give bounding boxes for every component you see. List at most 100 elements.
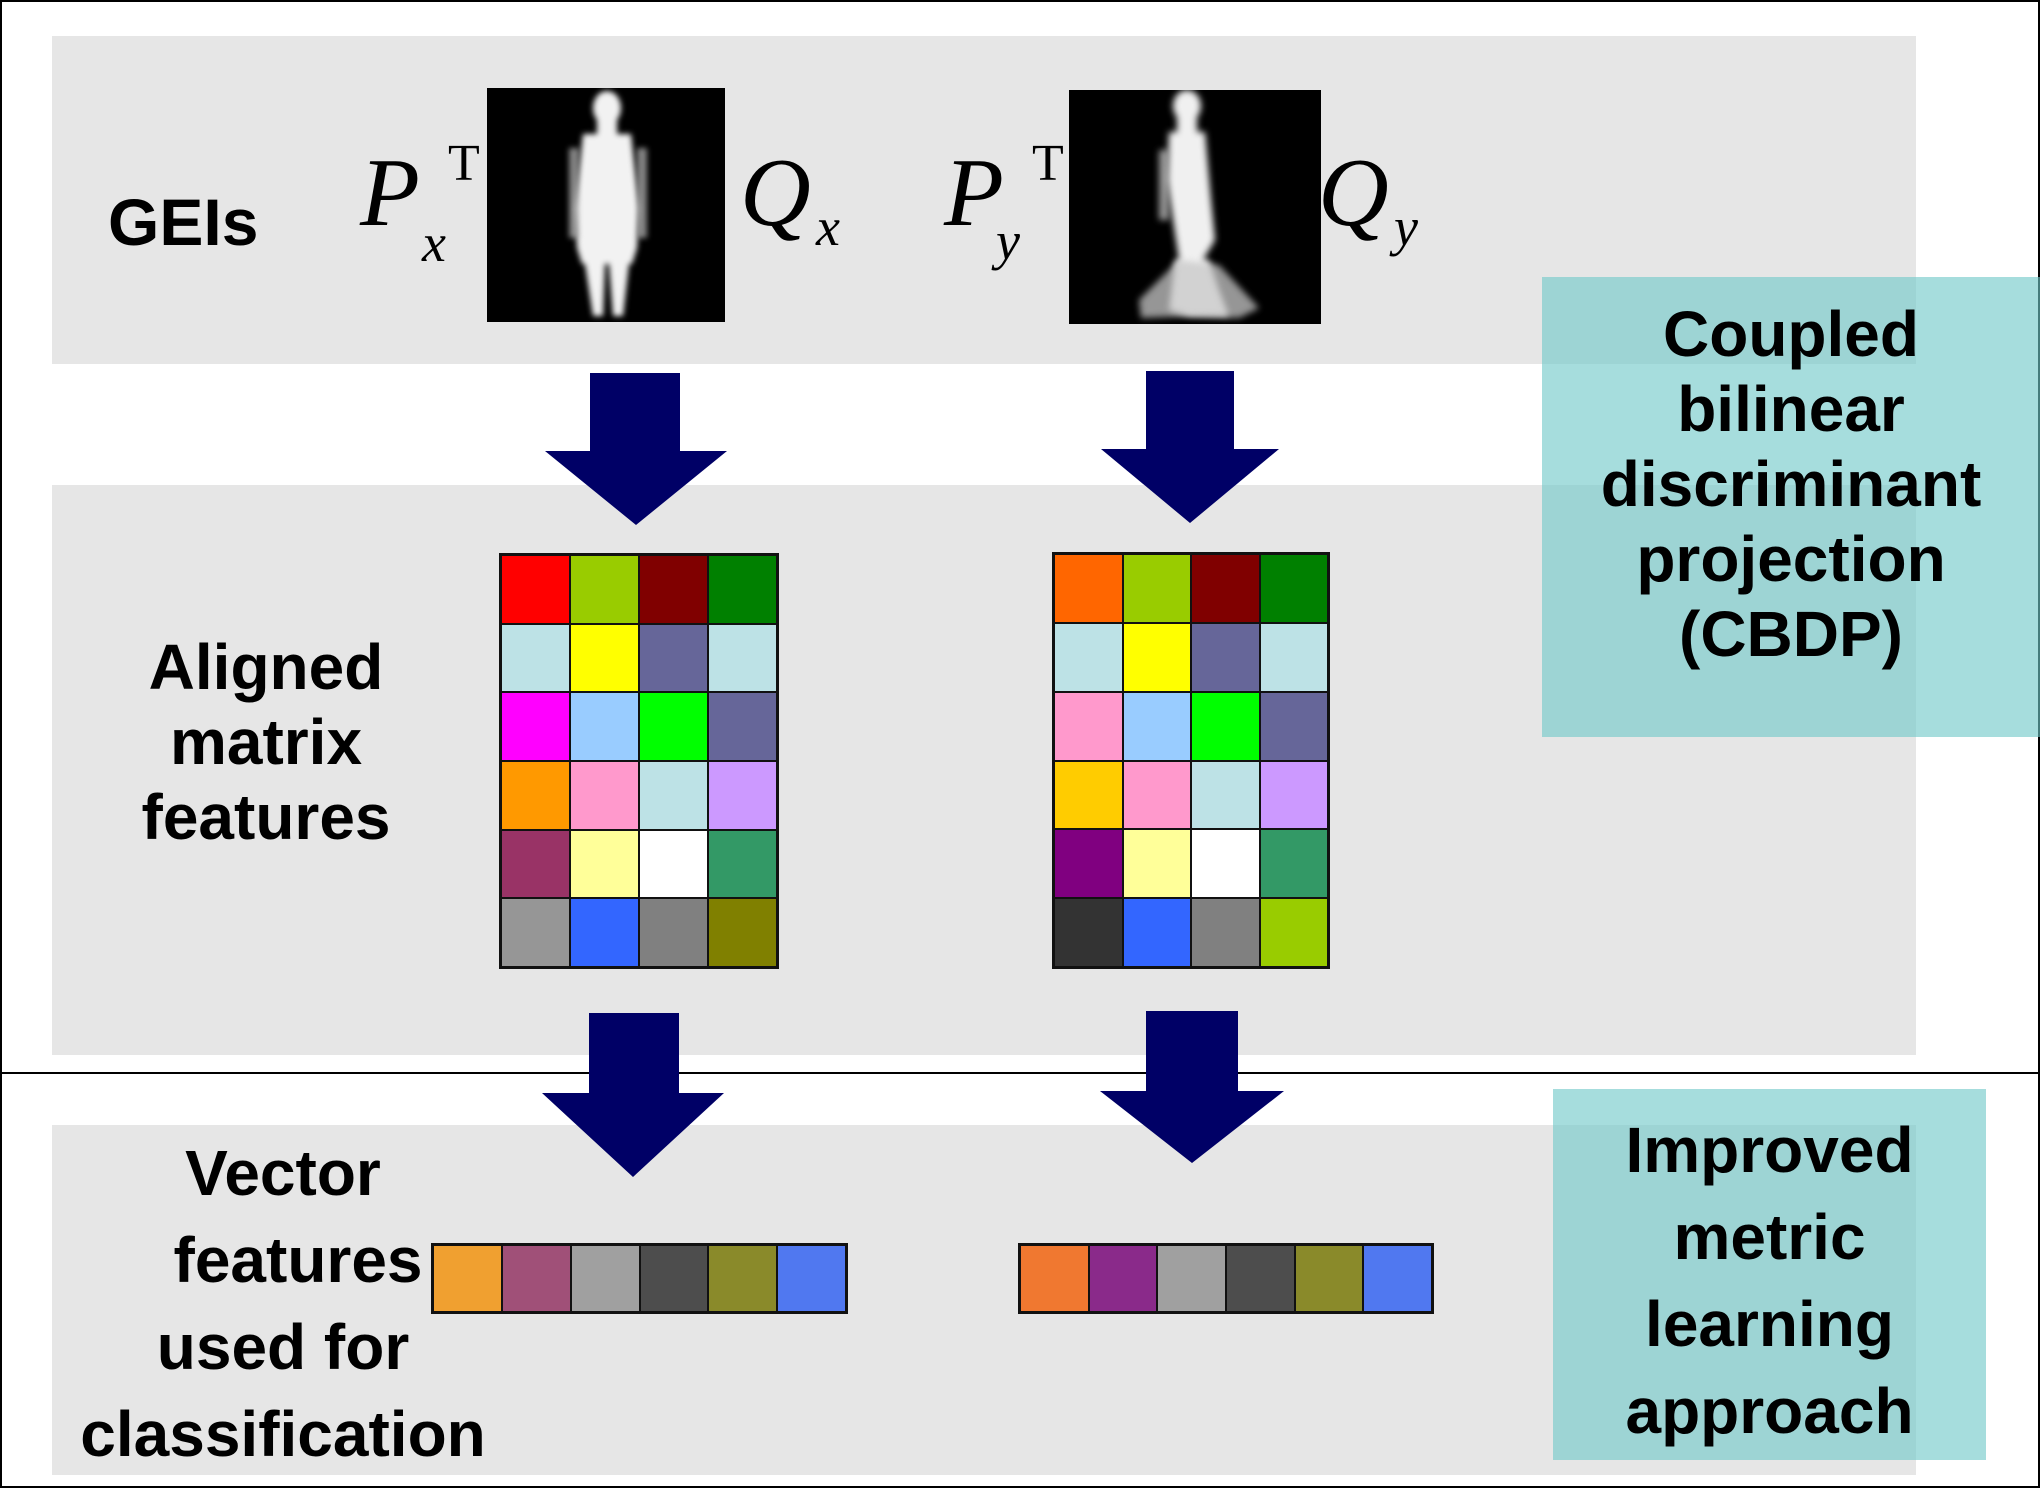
- qx-symbol: Q x: [740, 144, 840, 254]
- metric-learning-label: Improved metric learning approach: [1553, 1107, 1986, 1455]
- vector-x-cell-4: [639, 1245, 709, 1312]
- matrix-y-cell-r1-c2: [1122, 554, 1191, 623]
- vector-line-2: features: [173, 1224, 423, 1297]
- matrix-y-cell-r5-c4: [1259, 829, 1328, 899]
- gei-image-x: [487, 88, 725, 322]
- vector-line-1: Vector: [185, 1137, 381, 1209]
- px-base: P: [360, 139, 420, 247]
- matrix-y-cell-r1-c1: [1054, 554, 1123, 623]
- matrix-y-cell-r2-c1: [1054, 622, 1123, 692]
- matrix-y-cell-r3-c2: [1122, 691, 1191, 761]
- matrix-x-cell-r2-c3: [639, 623, 708, 693]
- matrix-y-cell-r5-c3: [1191, 829, 1260, 899]
- matrix-x-cell-r6-c4: [708, 898, 777, 967]
- matrix-y-cell-r2-c2: [1122, 622, 1191, 692]
- matrix-y-cell-r5-c2: [1122, 829, 1191, 899]
- matrix-x-cell-r4-c1: [501, 760, 570, 830]
- qy-symbol: Q y: [1318, 144, 1418, 254]
- arrow-matrix-to-vector-y: [1100, 1011, 1284, 1163]
- metric-line-3: learning: [1645, 1288, 1894, 1361]
- matrix-y-cell-r6-c4: [1259, 898, 1328, 967]
- py-transpose-symbol: P T y: [944, 138, 1064, 269]
- matrix-x-cell-r6-c3: [639, 898, 708, 967]
- lower-frame: [0, 1072, 2040, 1488]
- cbdp-line-1: Coupled: [1663, 298, 1919, 370]
- matrix-y-cell-r2-c3: [1191, 622, 1260, 692]
- arrow-gei-to-matrix-x: [545, 373, 727, 525]
- qx-sub: x: [816, 197, 840, 257]
- vector-x: [431, 1243, 848, 1314]
- metric-line-4: approach: [1625, 1375, 1914, 1448]
- matrix-x-cell-r5-c3: [639, 829, 708, 899]
- geis-label: GEIs: [108, 185, 259, 259]
- cbdp-line-2: bilinear: [1677, 372, 1905, 445]
- matrix-y-cell-r3-c1: [1054, 691, 1123, 761]
- matrix-x-cell-r3-c2: [570, 692, 639, 761]
- matrix-y-cell-r6-c3: [1191, 898, 1260, 967]
- matrix-x-cell-r5-c4: [708, 829, 777, 899]
- aligned-matrix-label: Aligned matrix features: [96, 630, 436, 855]
- qy-sub: y: [1394, 197, 1418, 257]
- matrix-x: [499, 553, 779, 969]
- vector-x-cell-6: [777, 1245, 846, 1312]
- metric-learning-box: Improved metric learning approach: [1553, 1089, 1986, 1460]
- matrix-x-cell-r3-c3: [639, 692, 708, 761]
- matrix-x-cell-r2-c1: [501, 623, 570, 693]
- matrix-y-cell-r4-c2: [1122, 760, 1191, 830]
- metric-line-2: metric: [1673, 1201, 1866, 1274]
- matrix-x-cell-r4-c3: [639, 760, 708, 830]
- arrow-gei-to-matrix-y: [1101, 371, 1279, 523]
- matrix-x-cell-r6-c2: [570, 898, 639, 967]
- matrix-x-cell-r1-c1: [501, 555, 570, 624]
- matrix-x-cell-r2-c4: [708, 623, 777, 693]
- vector-y: [1018, 1243, 1434, 1314]
- py-sub: y: [996, 211, 1020, 271]
- px-sup: T: [448, 135, 480, 192]
- matrix-x-cell-r5-c1: [501, 829, 570, 899]
- matrix-y-cell-r1-c4: [1259, 554, 1328, 623]
- gei-image-y: [1069, 90, 1321, 324]
- matrix-y-cell-r6-c2: [1122, 898, 1191, 967]
- matrix-x-cell-r3-c1: [501, 692, 570, 761]
- matrix-x-cell-r5-c2: [570, 829, 639, 899]
- vector-x-cell-1: [433, 1245, 502, 1312]
- cbdp-line-3: discriminant: [1600, 447, 1982, 520]
- matrix-y-cell-r5-c1: [1054, 829, 1123, 899]
- matrix-x-cell-r4-c2: [570, 760, 639, 830]
- vector-x-cell-2: [501, 1245, 571, 1312]
- cbdp-label: Coupled bilinear discriminant projection…: [1542, 297, 2040, 671]
- aligned-line-3: features: [141, 780, 391, 853]
- matrix-x-cell-r4-c4: [708, 760, 777, 830]
- matrix-x-cell-r6-c1: [501, 898, 570, 967]
- matrix-y-cell-r2-c4: [1259, 622, 1328, 692]
- vector-y-cell-1: [1020, 1245, 1089, 1312]
- matrix-y-cell-r3-c3: [1191, 691, 1260, 761]
- matrix-x-cell-r2-c2: [570, 623, 639, 693]
- arrow-matrix-to-vector-x: [542, 1013, 724, 1177]
- qy-base: Q: [1318, 139, 1389, 247]
- cbdp-line-5: (CBDP): [1679, 597, 1903, 670]
- matrix-x-cell-r1-c3: [639, 555, 708, 624]
- matrix-y-cell-r1-c3: [1191, 554, 1260, 623]
- metric-line-1: Improved: [1625, 1114, 1914, 1186]
- vector-y-cell-3: [1157, 1245, 1226, 1312]
- cbdp-line-4: projection: [1636, 522, 1946, 595]
- vector-x-cell-5: [708, 1245, 778, 1312]
- vector-y-cell-2: [1088, 1245, 1158, 1312]
- aligned-line-2: matrix: [169, 705, 363, 778]
- cbdp-box: Coupled bilinear discriminant projection…: [1542, 277, 2040, 737]
- matrix-y-cell-r4-c4: [1259, 760, 1328, 830]
- matrix-y-cell-r4-c3: [1191, 760, 1260, 830]
- vector-features-label: Vector features used for classification: [48, 1130, 518, 1478]
- matrix-x-cell-r1-c4: [708, 555, 777, 624]
- py-base: P: [944, 139, 1004, 247]
- matrix-x-cell-r3-c4: [708, 692, 777, 761]
- vector-line-4: classification: [80, 1398, 486, 1471]
- matrix-y-cell-r6-c1: [1054, 898, 1123, 967]
- vector-x-cell-3: [570, 1245, 640, 1312]
- vector-line-3: used for: [156, 1311, 410, 1384]
- matrix-y-cell-r3-c4: [1259, 691, 1328, 761]
- qx-base: Q: [740, 139, 811, 247]
- aligned-line-1: Aligned: [148, 631, 384, 703]
- matrix-x-cell-r1-c2: [570, 555, 639, 624]
